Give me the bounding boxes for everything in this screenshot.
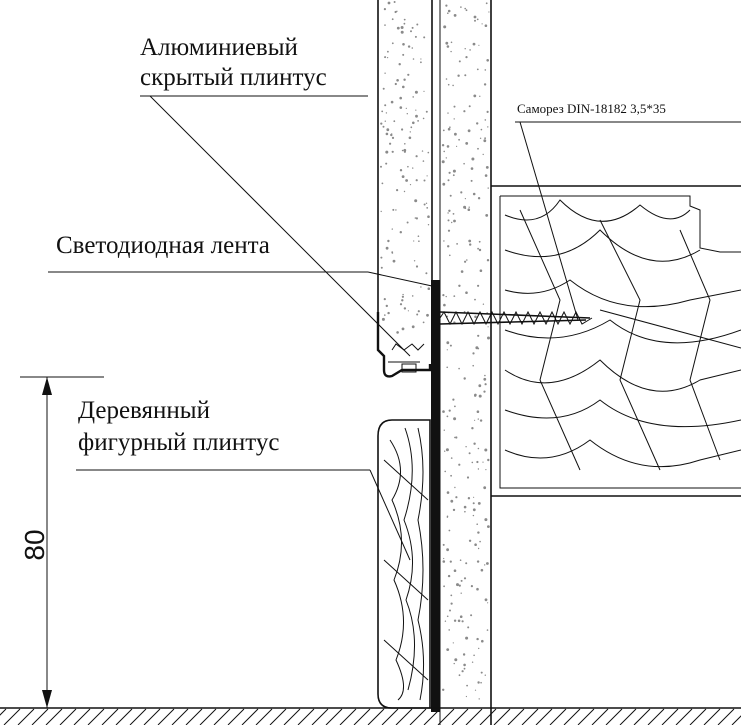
led-strip-label: Светодиодная лента [56, 232, 270, 259]
wooden-beam [491, 185, 741, 497]
aluminum-baseboard-label-line1: Алюминиевый [140, 34, 298, 61]
led-strip-profile [431, 280, 440, 712]
height-dimension-value: 80 [19, 529, 50, 560]
screw [439, 310, 593, 326]
wooden-baseboard-label-line2: фигурный плинтус [78, 429, 279, 456]
screw-label: Саморез DIN-18182 3,5*35 [517, 101, 666, 116]
aluminum-baseboard-label-line2: скрытый плинтус [140, 64, 327, 91]
height-dimension: 80 [19, 376, 104, 708]
wooden-shaped-baseboard [377, 419, 431, 709]
floor-line [0, 707, 741, 725]
wooden-baseboard-label-line1: Деревянный [78, 397, 210, 424]
plaster-texture [380, 1, 490, 700]
leader-lines [48, 95, 741, 561]
